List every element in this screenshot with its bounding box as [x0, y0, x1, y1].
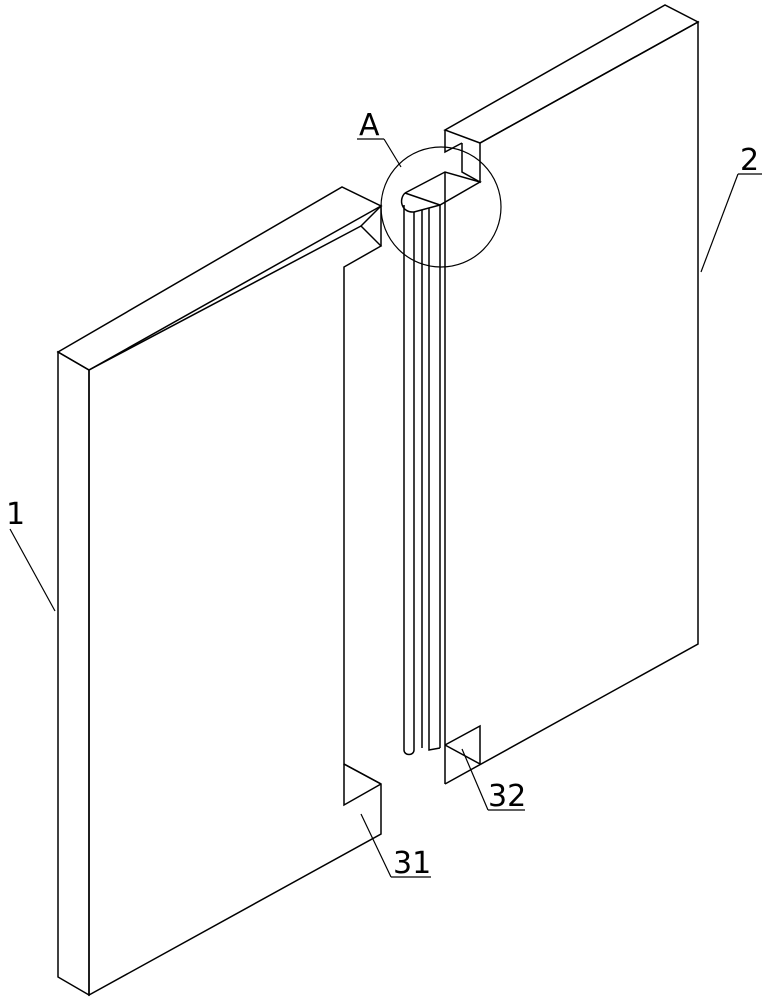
- label-1-leader: [9, 528, 56, 612]
- right-panel-step-face: [461, 143, 481, 184]
- right-panel-notch-line: [444, 744, 481, 765]
- left-panel-top-face: [56, 186, 383, 371]
- left-panel-edge-face: [57, 350, 90, 997]
- left-panel-bottom-notch: [343, 764, 382, 807]
- right-panel: [400, 4, 700, 785]
- left-panel-notch-line: [343, 763, 382, 785]
- label-32-leader: [461, 748, 489, 811]
- left-panel: [56, 186, 383, 997]
- right-panel-top-step: [444, 130, 463, 154]
- label-1: 1: [6, 497, 25, 532]
- right-panel-front-face: [444, 20, 699, 785]
- label-32: 32: [488, 779, 526, 814]
- left-panel-front-face: [88, 225, 383, 997]
- right-panel-bottom-notch: [444, 724, 481, 764]
- label-31: 31: [393, 846, 431, 881]
- label-2-leader: [700, 173, 739, 273]
- detail-a-leader: [383, 138, 402, 168]
- label-2: 2: [740, 143, 759, 178]
- rib-bottom-step: [428, 746, 441, 751]
- label-31-leader: [360, 813, 392, 878]
- right-panel-tongue: [404, 171, 482, 206]
- detail-circle-a: [380, 146, 502, 268]
- detail-a-label: A: [359, 108, 380, 143]
- right-panel-top-face: [443, 4, 700, 144]
- rib-bottom-curve: [403, 749, 415, 756]
